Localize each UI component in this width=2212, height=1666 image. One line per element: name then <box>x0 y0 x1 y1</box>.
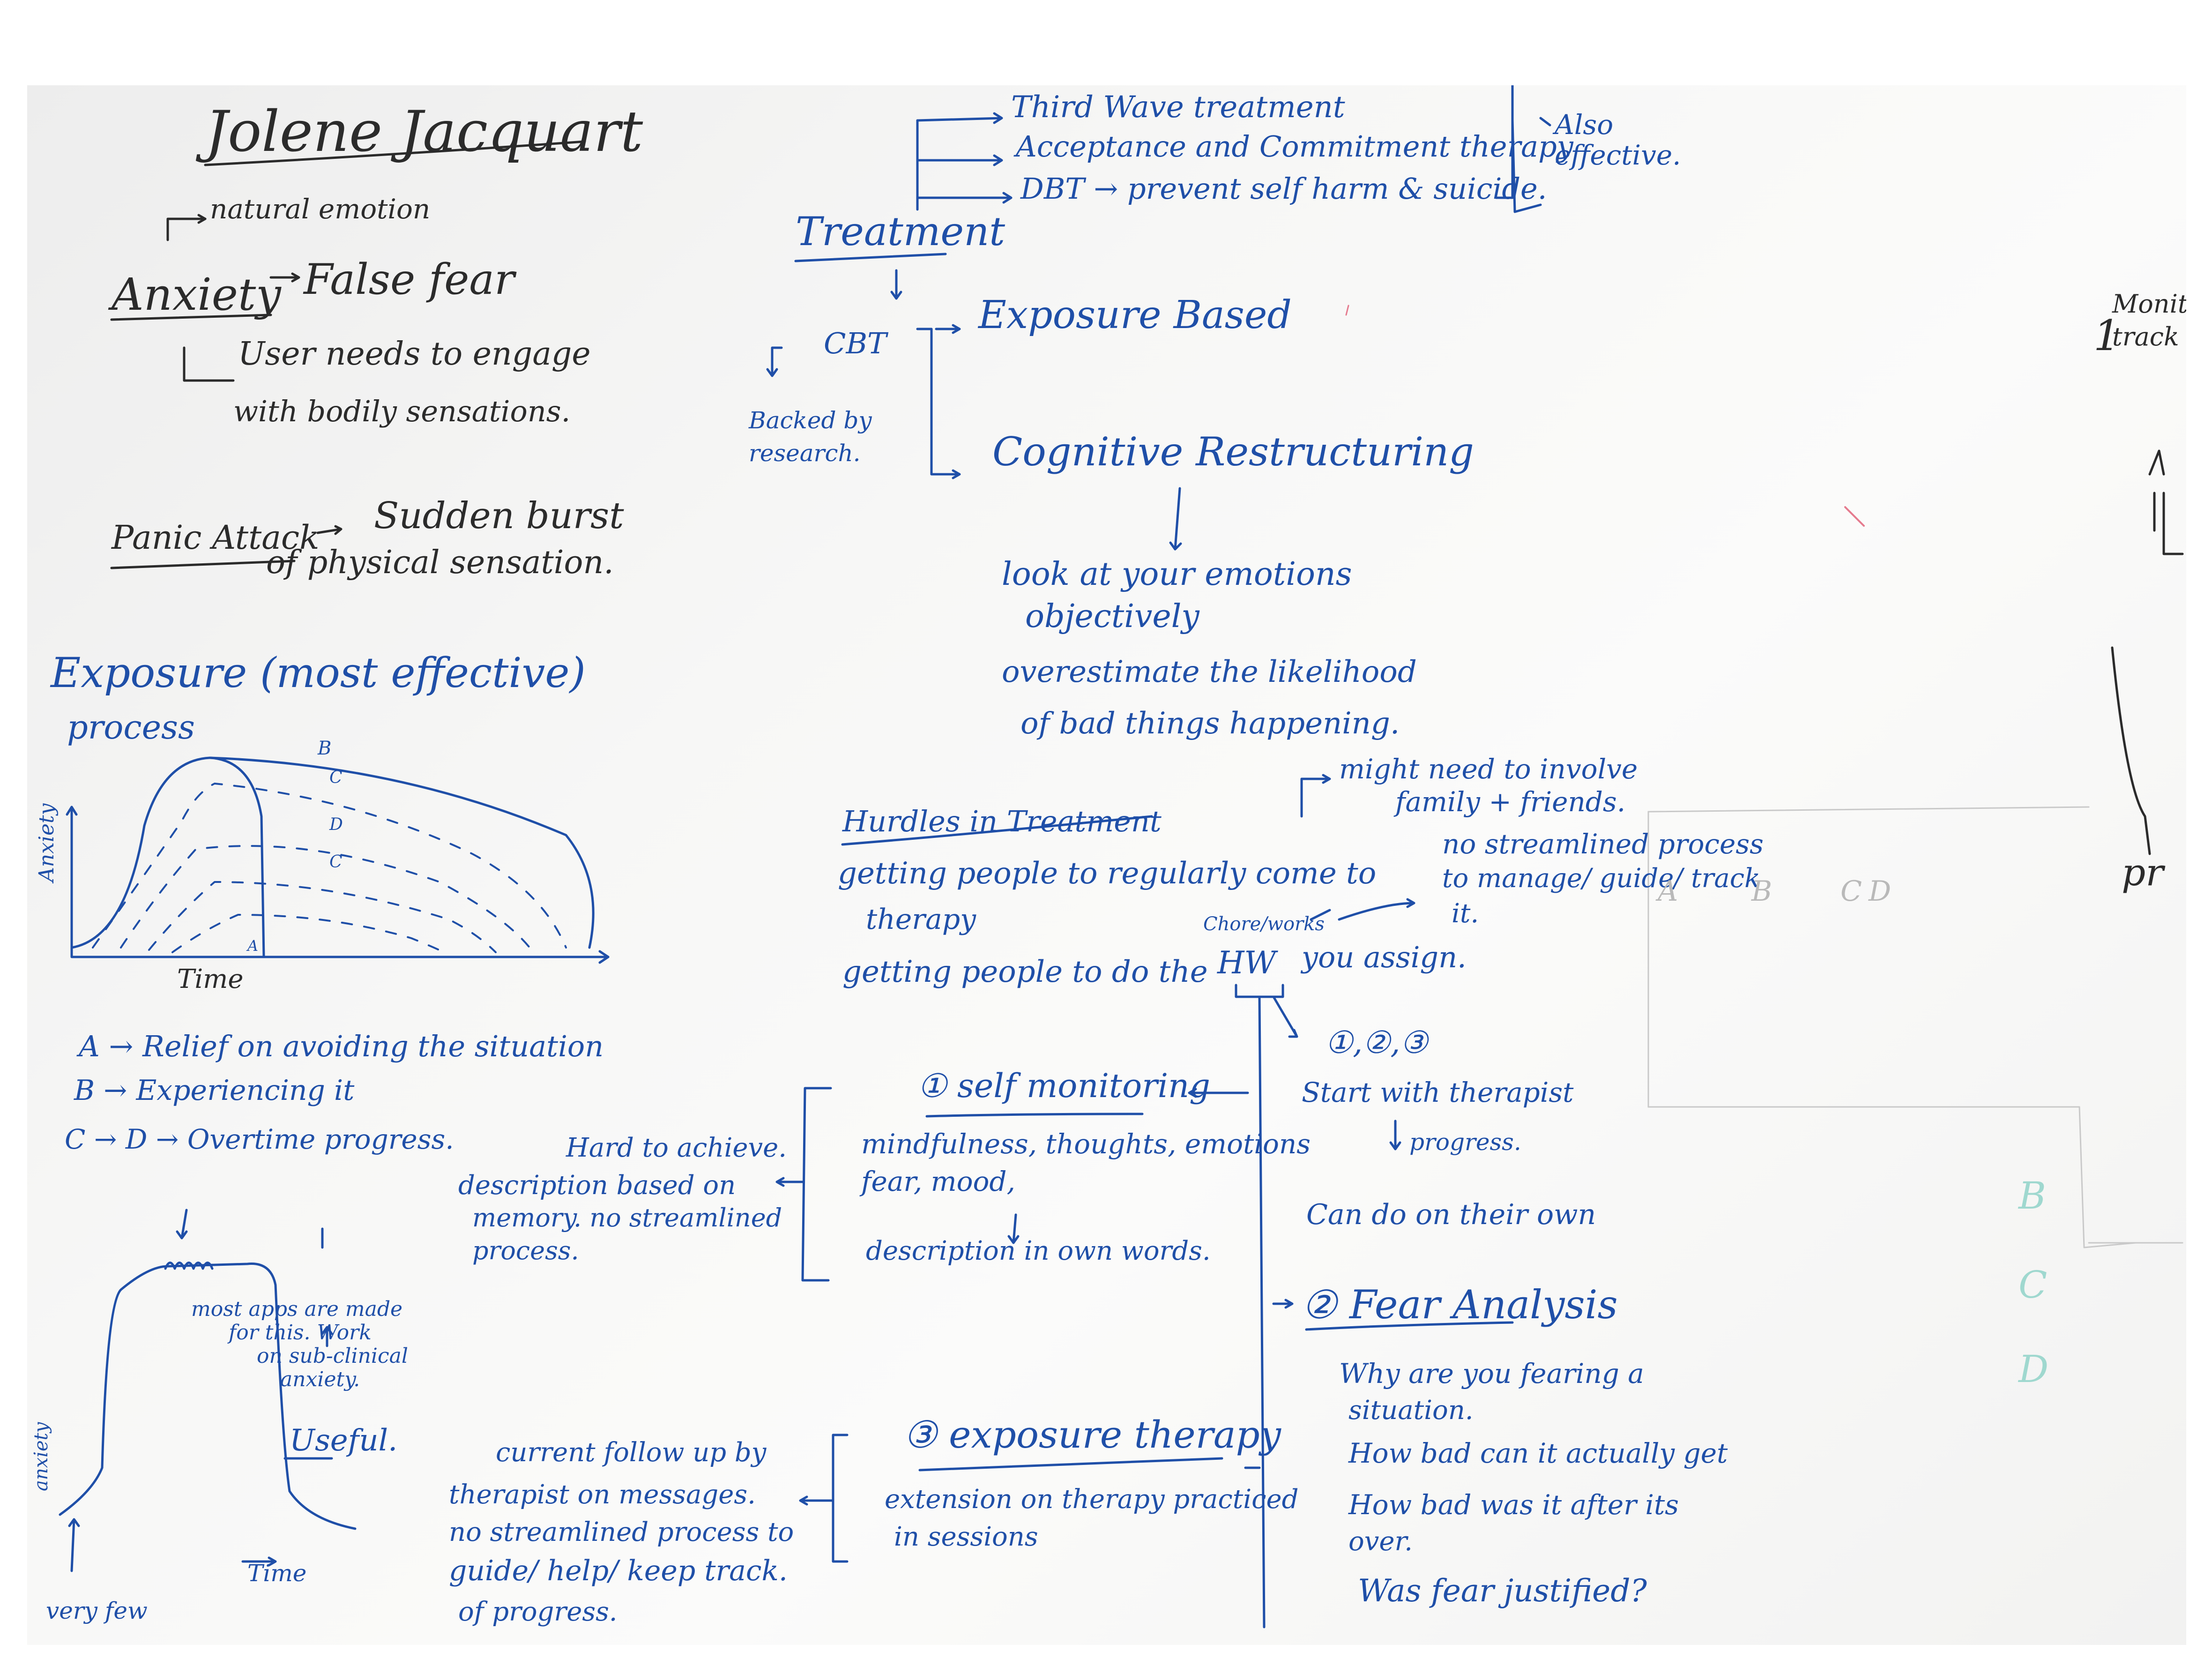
bottom-graph-very-few: very few <box>46 1597 148 1624</box>
faded-col-c: C <box>1840 875 1862 908</box>
panic-attack-term: Panic Attack <box>112 518 320 557</box>
treatment-effective: effective. <box>1555 139 1681 171</box>
exposure-graph-xlabel: Time <box>177 964 244 994</box>
cbt-research: research. <box>749 440 861 467</box>
bottom-graph-apps-line2: for this. Work <box>229 1321 372 1345</box>
self-monitoring-desc-own: description in own words. <box>866 1236 1211 1266</box>
exposure-point-a: A <box>247 937 259 955</box>
exposure-therapy-heading: ③ exposure therapy <box>903 1413 1281 1457</box>
hurdles-family-line2: family + friends. <box>1395 786 1626 818</box>
treatment-third-wave: Third Wave treatment <box>1011 90 1345 125</box>
exposure-point-c2: C <box>329 852 343 872</box>
fear-analysis-why-line1: Why are you fearing a <box>1339 1358 1644 1390</box>
bottom-graph-xlabel: Time <box>247 1560 307 1587</box>
panic-attack-def-line2: of physical sensation. <box>266 544 614 581</box>
hurdles-nostream-line2: to manage/ guide/ track <box>1442 863 1761 894</box>
exposure-point-d: D <box>329 815 343 834</box>
bottom-graph-ylabel: anxiety <box>30 1422 52 1491</box>
exposure-heading: Exposure (most effective) <box>51 649 586 697</box>
self-monitoring-memory-line2: memory. no streamlined <box>472 1203 782 1233</box>
treatment-label: Treatment <box>796 209 1005 254</box>
follow-up-line2: therapist on messages. <box>449 1479 756 1510</box>
treatment-dbt: DBT → prevent self harm & suicide. <box>1020 172 1547 206</box>
exposure-point-c: C <box>329 768 343 787</box>
teal-letter-b: B <box>2018 1174 2046 1218</box>
exposure-therapy-ext-line2: in sessions <box>894 1522 1038 1552</box>
hurdles-hw: HW <box>1217 945 1276 981</box>
hurdles-nostream-line3: it. <box>1452 898 1479 929</box>
cognitive-look-line2: objectively <box>1025 598 1199 635</box>
fear-analysis-how-bad-line3: over. <box>1348 1526 1413 1557</box>
fear-analysis-how-bad-line1: How bad can it actually get <box>1348 1437 1728 1469</box>
right-edge-track: track <box>2112 322 2179 351</box>
bottom-graph-apps-line3: on sub-clinical <box>257 1344 408 1368</box>
hurdles-line1: getting people to regularly come to <box>838 856 1377 891</box>
exposure-legend-cd: C → D → Overtime progress. <box>65 1123 454 1155</box>
steps-can-do-own: Can do on their own <box>1306 1198 1596 1231</box>
self-monitoring-mind-line1: mindfulness, thoughts, emotions <box>861 1128 1311 1160</box>
whiteboard: Jolene Jacquart natural emotion Anxiety … <box>27 85 2186 1645</box>
hurdles-assign: you assign. <box>1302 940 1467 974</box>
cbt-cognitive-restructuring: Cognitive Restructuring <box>992 429 1474 475</box>
right-edge-monit: Monit <box>2112 289 2186 319</box>
fear-analysis-justified: Was fear justified? <box>1358 1573 1647 1609</box>
follow-up-line5: of progress. <box>458 1597 618 1627</box>
board-title: Jolene Jacquart <box>205 99 643 164</box>
self-monitoring-heading: ① self monitoring <box>917 1067 1210 1105</box>
faded-col-d: D <box>1869 875 1892 908</box>
anxiety-false-fear: False fear <box>304 255 515 304</box>
hurdles-heading: Hurdles in Treatment <box>842 804 1162 838</box>
exposure-process: process <box>67 708 195 747</box>
self-monitoring-memory-line3: process. <box>472 1236 579 1265</box>
cbt-backed-by: Backed by <box>749 407 872 434</box>
fear-analysis-heading: ② Fear Analysis <box>1302 1282 1618 1328</box>
self-monitoring-memory-line1: description based on <box>458 1170 736 1201</box>
anxiety-term: Anxiety <box>112 269 281 321</box>
exposure-point-b: B <box>318 738 332 759</box>
fear-analysis-why-line2: situation. <box>1348 1395 1474 1426</box>
steps-progress: progress. <box>1409 1128 1521 1156</box>
bottom-graph-apps-line1: most apps are made <box>191 1297 403 1321</box>
panic-attack-def-line1: Sudden burst <box>374 495 624 537</box>
right-edge-number: 1 <box>2093 311 2121 360</box>
anxiety-user-needs: User needs to engage <box>238 336 591 373</box>
hurdles-family-line1: might need to involve <box>1339 753 1638 785</box>
treatment-act: Acceptance and Commitment therapy <box>1016 129 1573 164</box>
hurdles-line2: getting people to do the <box>842 955 1208 989</box>
exposure-graph-ylabel: Anxiety <box>35 803 59 882</box>
exposure-legend-b: B → Experiencing it <box>74 1074 355 1107</box>
teal-letter-d: D <box>2018 1347 2049 1391</box>
faded-col-a: A <box>1658 875 1678 908</box>
hurdles-chores: Chore/works <box>1203 913 1325 935</box>
cognitive-overestimate-line2: of bad things happening. <box>1020 706 1400 741</box>
self-monitoring-hard: Hard to achieve. <box>566 1133 787 1163</box>
hurdles-nostream-line1: no streamlined process <box>1442 828 1764 860</box>
bottom-graph-apps-line4: anxiety. <box>280 1367 360 1391</box>
cognitive-look-line1: look at your emotions <box>1002 556 1352 593</box>
anxiety-natural-emotion: natural emotion <box>210 193 431 225</box>
follow-up-line3: no streamlined process to <box>449 1517 794 1547</box>
steps-one-two-three: ①,②,③ <box>1325 1024 1428 1061</box>
exposure-legend-a: A → Relief on avoiding the situation <box>79 1029 604 1063</box>
steps-start-with-therapist: Start with therapist <box>1302 1076 1574 1108</box>
bottom-graph-useful: Useful. <box>290 1423 398 1458</box>
treatment-also: Also <box>1555 109 1614 141</box>
follow-up-line1: current follow up by <box>496 1437 767 1468</box>
exposure-therapy-ext-line1: extension on therapy practiced <box>885 1484 1299 1515</box>
cognitive-overestimate-line1: overestimate the likelihood <box>1002 655 1417 689</box>
faded-col-b: B <box>1751 875 1773 908</box>
hurdles-line1-therapy: therapy <box>866 903 976 936</box>
anxiety-bodily: with bodily sensations. <box>233 394 571 428</box>
self-monitoring-mind-line2: fear, mood, <box>861 1165 1015 1197</box>
cbt-label: CBT <box>824 326 887 360</box>
right-edge-pr: pr <box>2122 851 2164 894</box>
teal-letter-c: C <box>2018 1263 2048 1307</box>
cbt-exposure-based: Exposure Based <box>978 293 1292 337</box>
follow-up-line4: guide/ help/ keep track. <box>449 1554 788 1587</box>
fear-analysis-how-bad-line2: How bad was it after its <box>1348 1489 1679 1521</box>
